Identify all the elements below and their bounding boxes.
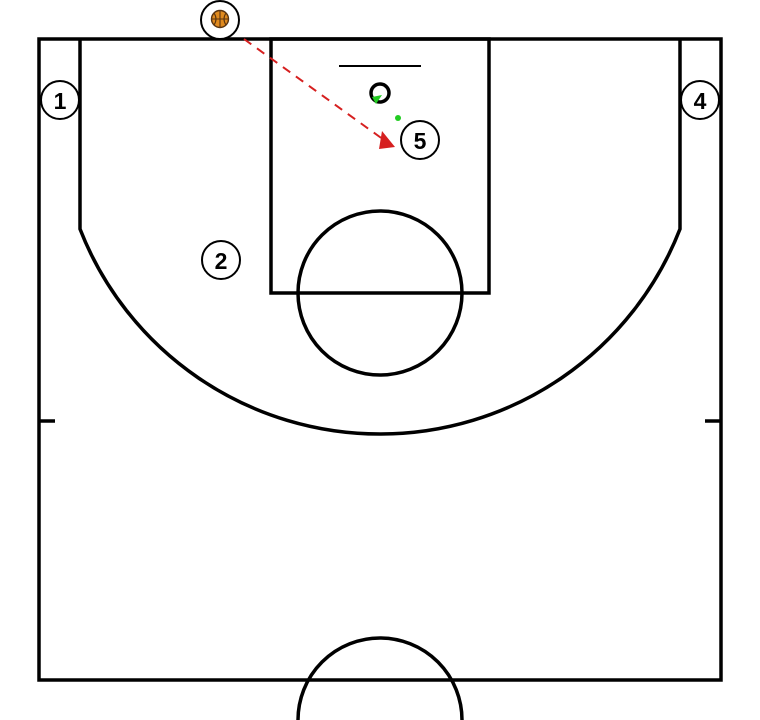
pass-arrow-line [243,38,385,141]
player-1: 1 [40,80,80,120]
player-5-label: 5 [414,128,427,154]
paint-lane [269,37,491,295]
pass-arrow-head [379,131,395,149]
court-boundary [37,37,723,682]
screen-marker [372,95,382,104]
player-2: 2 [201,240,241,280]
three-point-line [78,39,682,436]
basketball-icon [210,9,230,29]
player-5: 5 [400,120,440,160]
player-1-label: 1 [54,88,67,114]
ball-handler [200,0,240,40]
free-throw-circle [296,209,464,377]
screen-dot-marker [395,115,401,121]
player-2-label: 2 [215,248,228,274]
player-4-label: 4 [694,88,707,114]
player-4: 4 [680,80,720,120]
rim [369,82,391,104]
center-circle [296,636,464,720]
